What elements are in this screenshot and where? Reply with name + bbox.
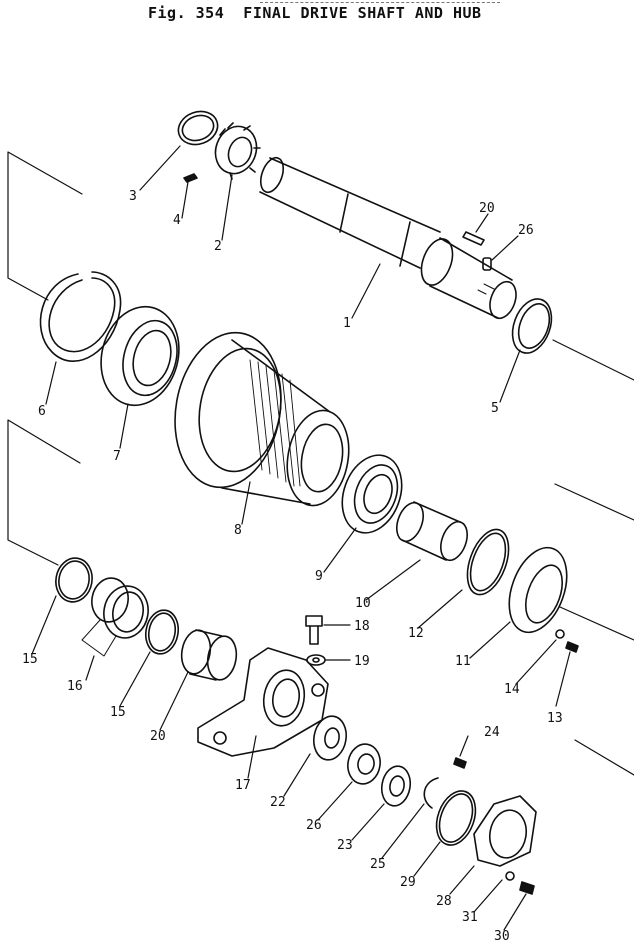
support-17 [197,647,329,757]
callout-part-4: 4 [173,213,181,228]
callout-part-10: 10 [355,596,371,611]
bearing-7 [100,305,180,407]
washer-31 [505,871,515,881]
nut-2 [214,122,261,180]
callout-part-23: 23 [337,838,353,853]
callout-part-12: 12 [408,626,424,641]
seal-16 [81,577,149,657]
key-21 [462,231,485,246]
snap-ring-25 [423,777,439,809]
snap-ring-6 [39,271,122,363]
callout-part-1: 1 [343,316,351,331]
title-bar: Fig. 354 FINAL DRIVE SHAFT AND HUB [0,0,634,26]
callout-part-13: 13 [547,711,563,726]
callout-part-15b: 15 [110,705,126,720]
cropped-header-line [260,0,500,3]
callout-part-28: 28 [436,894,452,909]
callout-part-31: 31 [462,910,478,925]
callout-part-27: 26 [518,223,534,238]
callout-part-22: 22 [270,795,286,810]
callout-part-24: 24 [484,725,500,740]
nut-26 [347,743,381,785]
callout-part-30: 30 [494,929,510,944]
callout-part-3: 3 [129,189,137,204]
bolt-24 [453,757,467,769]
group-brackets [7,151,634,776]
figure-title: Fig. 354 FINAL DRIVE SHAFT AND HUB [148,4,482,22]
callout-part-16: 16 [67,679,83,694]
callout-part-29: 29 [400,875,416,890]
callout-part-18: 18 [354,619,370,634]
leader-lines [31,145,571,931]
callout-part-9: 9 [315,569,323,584]
bushing-20 [180,629,238,681]
bearing-9 [341,454,403,534]
o-ring-15b [144,609,180,655]
ring-5 [511,298,553,354]
bolt-30 [519,881,535,895]
callout-part-26: 26 [306,818,322,833]
screw-4 [183,173,198,183]
callout-part-17: 17 [235,778,251,793]
o-ring-29 [435,790,477,846]
pin-27 [482,257,492,271]
shaft-1 [259,156,517,320]
bolt-13 [565,641,579,653]
callout-part-14: 14 [504,682,520,697]
callout-part-25: 25 [370,857,386,872]
hub-8 [174,331,350,507]
nut-11 [508,546,568,634]
collar-22 [312,715,348,761]
snap-ring-3 [177,110,219,146]
spacer-10 [396,501,468,562]
callout-part-21: 20 [479,201,495,216]
o-ring-12 [466,528,510,596]
callout-part-15a: 15 [22,652,38,667]
washer-14 [555,629,565,639]
lock-plate-23 [380,765,412,807]
callout-part-11: 11 [455,654,471,669]
callout-part-20: 20 [150,729,166,744]
callout-part-5: 5 [491,401,499,416]
callout-part-2: 2 [214,239,222,254]
callout-part-7: 7 [113,449,121,464]
callout-part-19: 19 [354,654,370,669]
washer-19 [306,654,326,666]
callout-part-8: 8 [234,523,242,538]
bolt-18 [305,615,323,645]
cover-28 [473,795,537,867]
callout-part-6: 6 [38,404,46,419]
o-ring-15a [55,557,93,603]
